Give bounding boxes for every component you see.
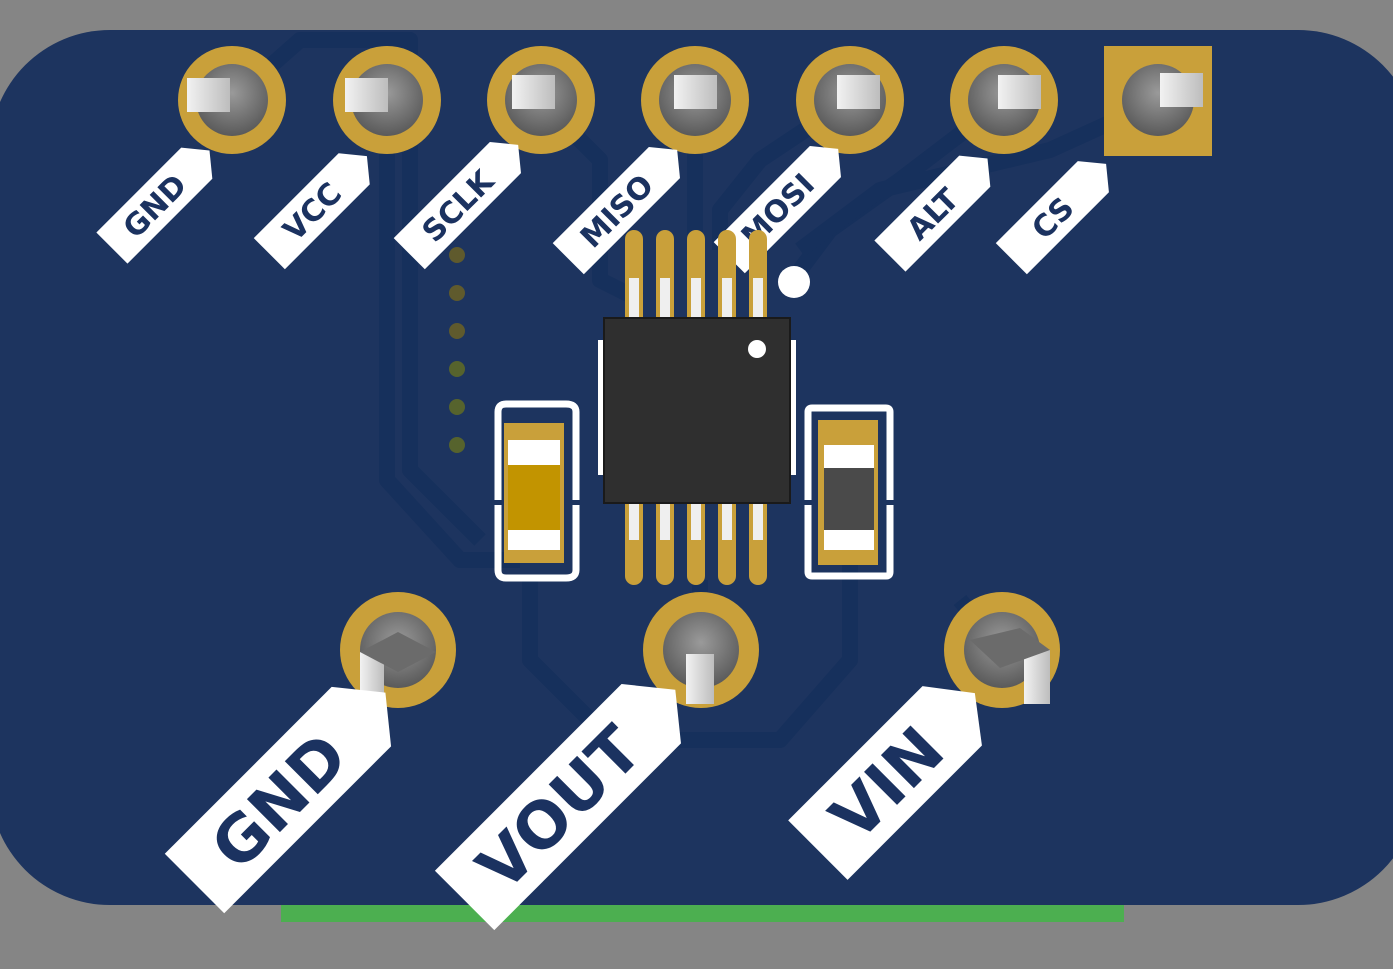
resistor-right[interactable] <box>804 404 894 580</box>
top-pin-mosi[interactable] <box>796 46 904 154</box>
top-label-cs: CS <box>995 161 1109 275</box>
top-pin-miso[interactable] <box>641 46 749 154</box>
bottom-pin-vout[interactable] <box>643 592 759 708</box>
top-header <box>178 46 1212 156</box>
pin1-silk-dot <box>778 266 810 298</box>
via <box>449 247 465 263</box>
top-pin-alt[interactable] <box>950 46 1058 154</box>
pin1-marker-dot <box>748 340 766 358</box>
top-pin-vcc[interactable] <box>333 46 441 154</box>
via <box>449 437 465 453</box>
top-pin-sclk[interactable] <box>487 46 595 154</box>
bottom-pin-vin[interactable] <box>944 592 1060 708</box>
top-pin-gnd[interactable] <box>178 46 286 154</box>
via <box>449 361 465 377</box>
via <box>449 285 465 301</box>
via-dots <box>449 247 465 453</box>
ic-chip[interactable] <box>598 317 796 504</box>
via <box>449 399 465 415</box>
top-pin-cs[interactable] <box>1104 46 1212 156</box>
via <box>449 323 465 339</box>
ic-leads <box>625 230 767 585</box>
capacitor-left[interactable] <box>494 400 580 582</box>
bottom-pin-gnd[interactable] <box>340 592 456 708</box>
bottom-header <box>340 592 1060 708</box>
